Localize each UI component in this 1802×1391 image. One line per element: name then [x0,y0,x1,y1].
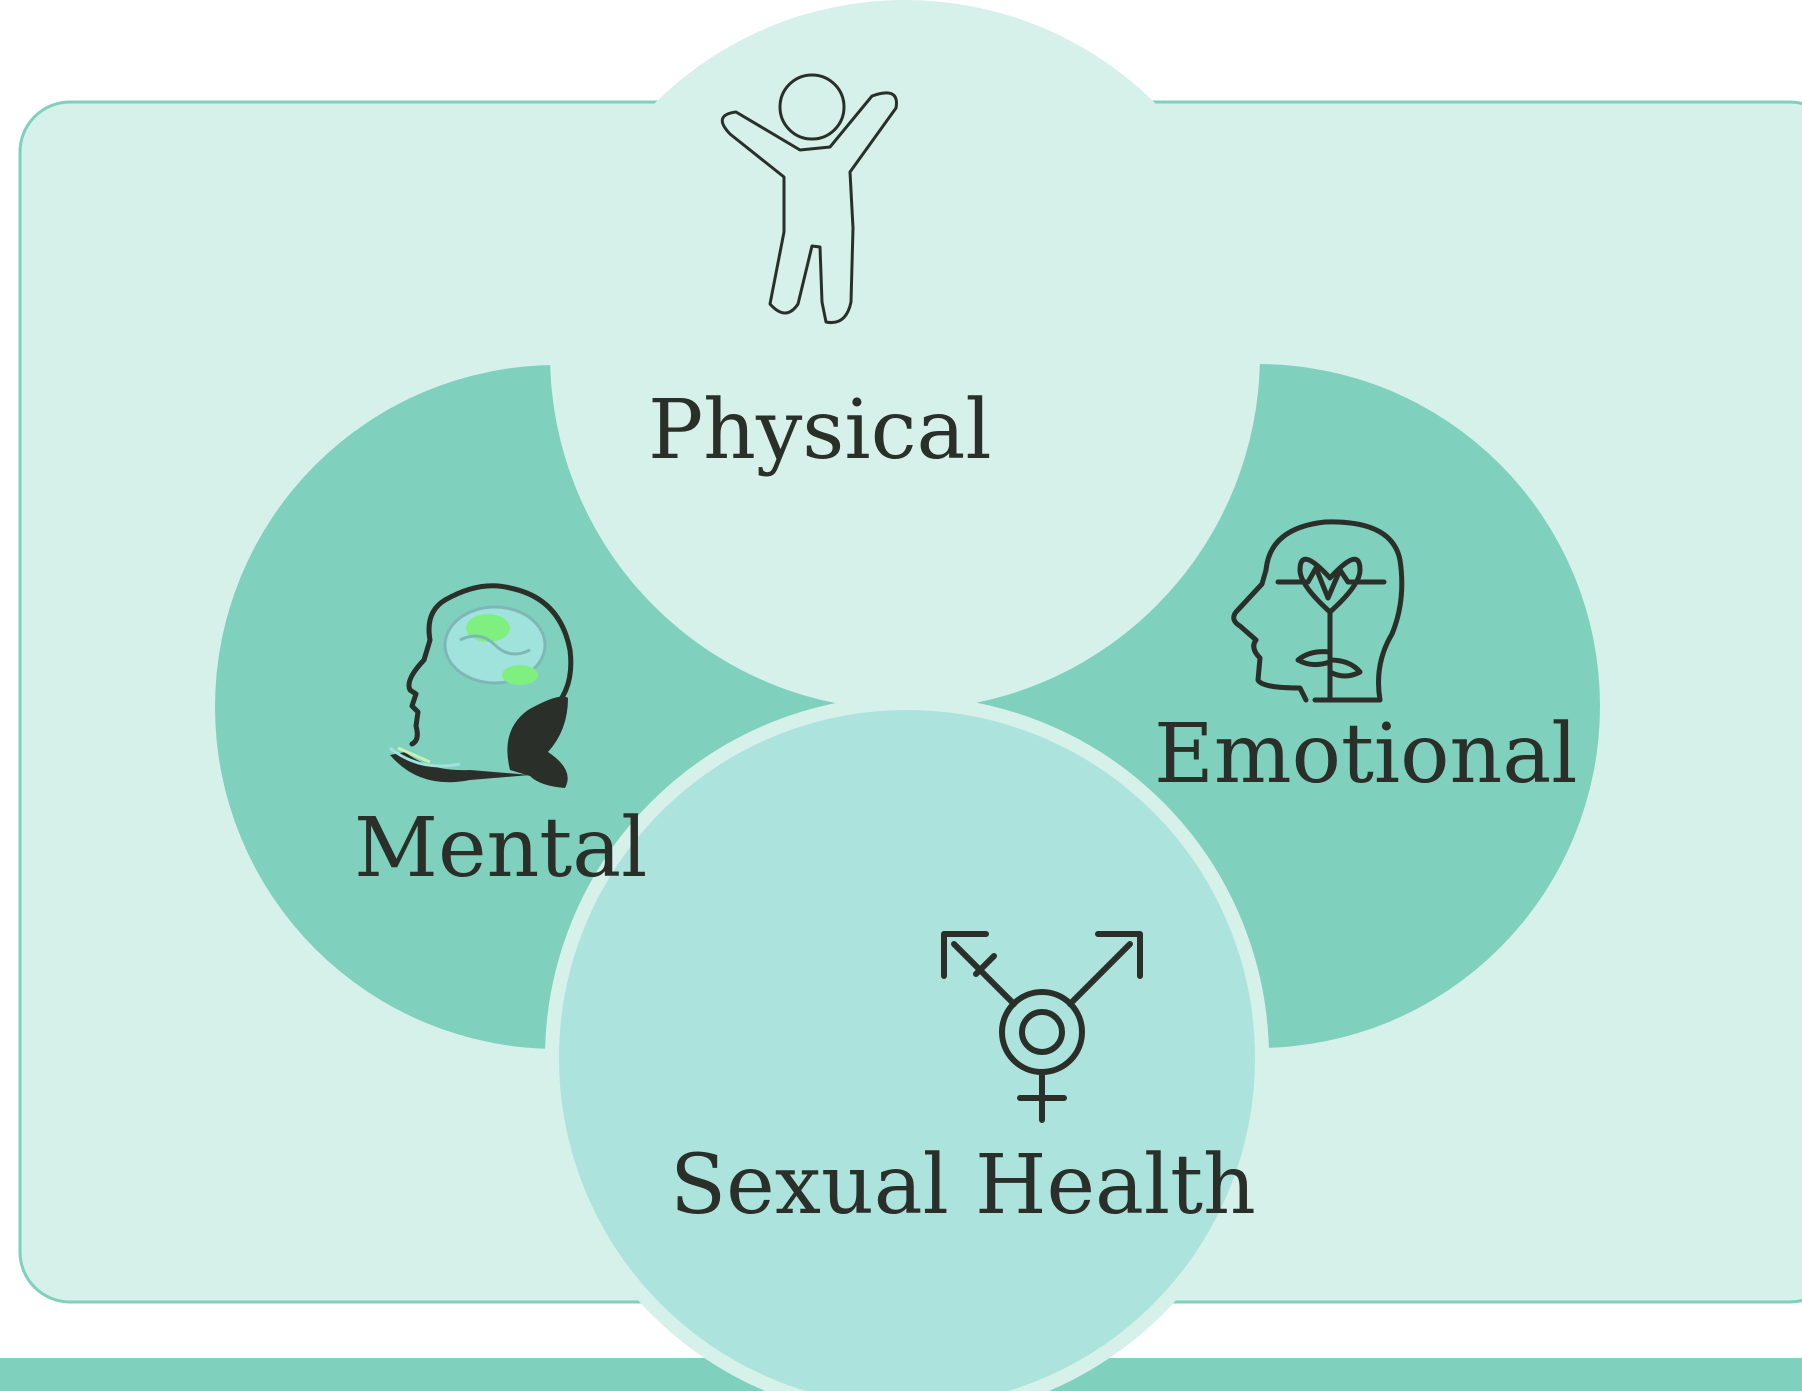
mental-label: Mental [354,801,648,896]
transgender-symbol-icon [941,931,1143,1123]
footer-bar-front [0,1358,560,1391]
head-with-heart-heartbeat-icon [1231,519,1405,703]
person-arms-raised-icon [720,73,898,325]
footer-bar-front-right [1250,1358,1802,1391]
emotional-label: Emotional [1154,707,1578,802]
sexual-health-label: Sexual Health [670,1138,1256,1233]
sexual-health-circle [545,696,1269,1391]
physical-overlap [550,0,1260,710]
physical-label: Physical [648,383,992,478]
head-with-brain-and-plant-icon [389,583,574,788]
